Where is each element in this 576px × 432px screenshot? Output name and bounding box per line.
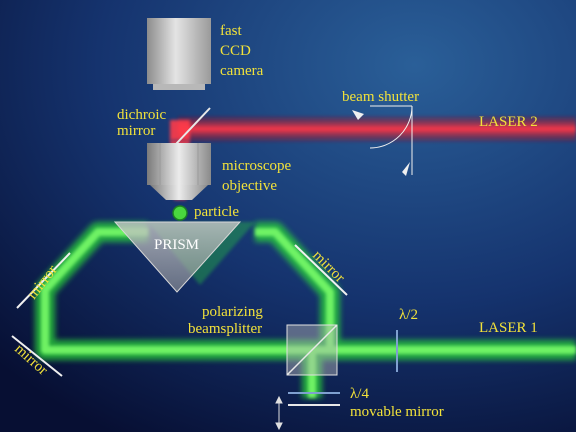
- quarter-wave-label: λ/4: [350, 386, 369, 402]
- prism-label: PRISM: [154, 237, 199, 253]
- laser1-beam: [35, 222, 576, 398]
- dichroic-label-2: mirror: [117, 123, 155, 139]
- polarizing-label-2: beamsplitter: [188, 321, 262, 337]
- movable-mirror-label: movable mirror: [350, 404, 444, 420]
- ccd-camera: [147, 18, 211, 90]
- prism: [113, 221, 242, 293]
- objective-label-1: microscope: [222, 158, 291, 174]
- beam-shutter-label: beam shutter: [342, 89, 419, 105]
- half-wave-label: λ/2: [399, 307, 418, 323]
- laser2-beam: [170, 116, 576, 200]
- polarizing-beamsplitter: [286, 324, 338, 376]
- objective-label-2: objective: [222, 178, 277, 194]
- polarizing-label-1: polarizing: [202, 304, 263, 320]
- particle-dot: [172, 205, 188, 221]
- left-top-mirror: [16, 252, 71, 309]
- double-arrow-icon: [275, 395, 283, 431]
- camera-label-2: CCD: [220, 43, 251, 59]
- camera-label-3: camera: [220, 63, 264, 79]
- particle-label: particle: [194, 204, 239, 220]
- laser2-label: LASER 2: [479, 114, 538, 130]
- right-mirror: [294, 244, 348, 296]
- camera-label-1: fast: [220, 23, 242, 39]
- dichroic-label-1: dichroic: [117, 107, 166, 123]
- laser1-label: LASER 1: [479, 320, 538, 336]
- dichroic-mirror: [175, 107, 211, 145]
- left-bottom-mirror: [11, 335, 63, 377]
- quarter-circle-shutter-icon: [352, 105, 413, 176]
- microscope-objective: [147, 143, 211, 200]
